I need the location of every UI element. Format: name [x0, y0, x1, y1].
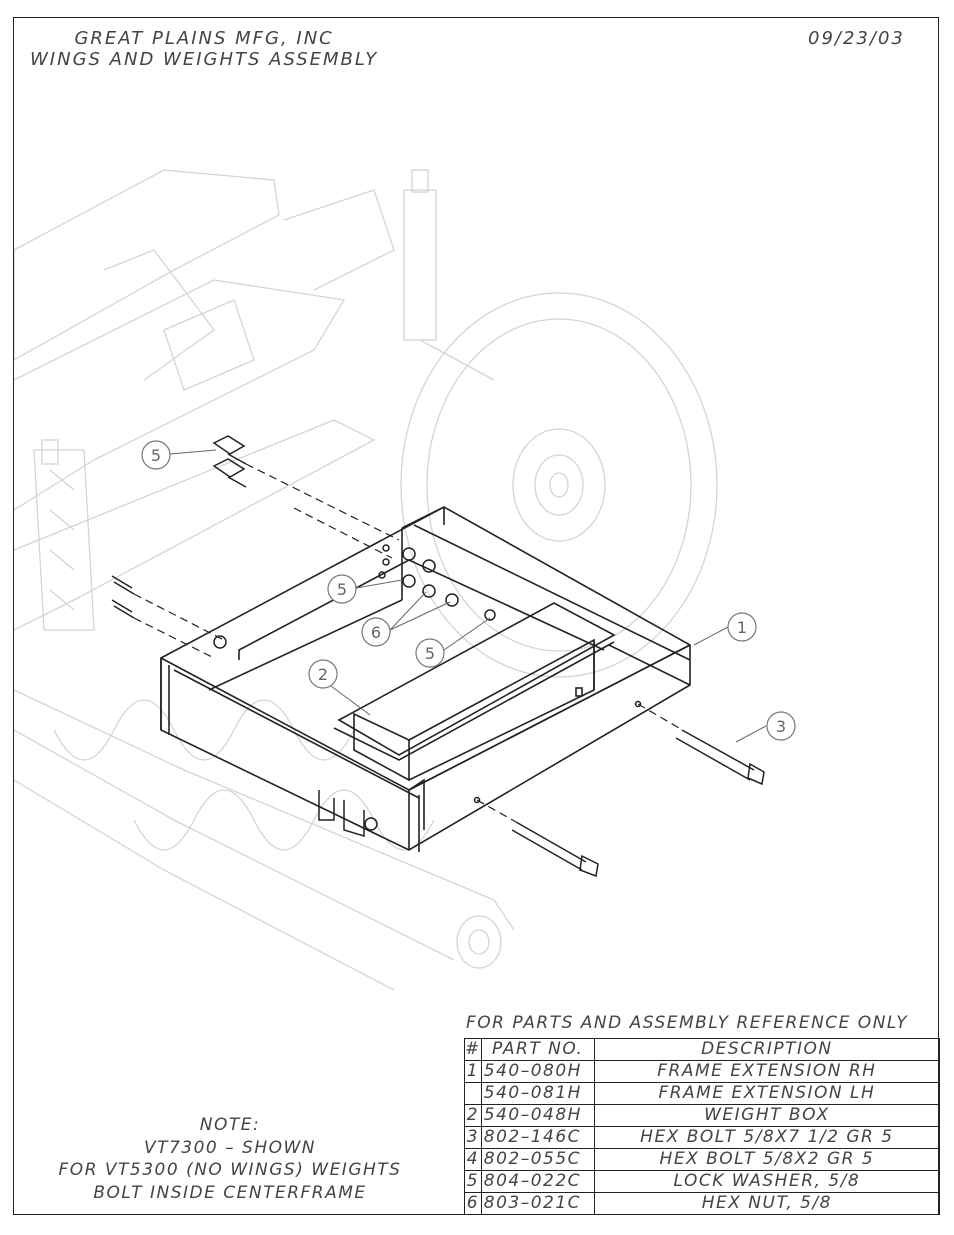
row-num: 6: [464, 1192, 482, 1215]
parts-table-header: # PART NO. DESCRIPTION: [464, 1038, 941, 1061]
row-description: HEX BOLT 5/8X7 1/2 GR 5: [593, 1126, 941, 1149]
title-block: GREAT PLAINS MFG, INC WINGS AND WEIGHTS …: [30, 28, 378, 70]
leader-lines: [169, 449, 767, 743]
callout-4: 5: [141, 440, 171, 470]
table-row: 2 540–048H WEIGHT BOX: [464, 1104, 941, 1127]
row-part-no: 803–021C: [480, 1192, 595, 1215]
drawing-border: [13, 17, 939, 1215]
row-part-no: 802–146C: [480, 1126, 595, 1149]
row-num: 1: [464, 1060, 482, 1083]
svg-text:5: 5: [337, 580, 347, 599]
row-num: 4: [464, 1148, 482, 1171]
hardware: [111, 435, 765, 878]
assembly-drawing: 5 5 6 5 2 1 3: [14, 169, 796, 991]
svg-text:1: 1: [737, 618, 747, 637]
table-row: 4 802–055C HEX BOLT 5/8X2 GR 5: [464, 1148, 941, 1171]
header-num: #: [464, 1038, 482, 1061]
svg-text:2: 2: [318, 665, 328, 684]
row-description: HEX BOLT 5/8X2 GR 5: [593, 1148, 941, 1171]
callout-5-upper: 5: [327, 574, 357, 604]
row-part-no: 802–055C: [480, 1148, 595, 1171]
row-num: 3: [464, 1126, 482, 1149]
table-row: 3 802–146C HEX BOLT 5/8X7 1/2 GR 5: [464, 1126, 941, 1149]
row-description: LOCK WASHER, 5/8: [593, 1170, 941, 1193]
frame-extension: [160, 506, 691, 852]
assembly-note: NOTE: VT7300 – SHOWN FOR VT5300 (NO WING…: [30, 1114, 430, 1204]
drawing-date: 09/23/03: [808, 28, 905, 49]
callout-3: 3: [766, 711, 796, 741]
note-line-3: BOLT INSIDE CENTERFRAME: [93, 1182, 367, 1203]
header-description: DESCRIPTION: [593, 1038, 941, 1061]
table-row: 1 540–080H FRAME EXTENSION RH: [464, 1060, 941, 1083]
row-description: WEIGHT BOX: [593, 1104, 941, 1127]
row-part-no: 540–080H: [480, 1060, 595, 1083]
background-machine: [14, 169, 718, 991]
note-line-1: VT7300 – SHOWN: [143, 1137, 317, 1158]
row-description: HEX NUT, 5/8: [593, 1192, 941, 1215]
row-part-no: 540–048H: [480, 1104, 595, 1127]
assembly-paths: [133, 463, 680, 823]
note-line-2: FOR VT5300 (NO WINGS) WEIGHTS: [58, 1160, 402, 1180]
callout-6: 6: [361, 617, 391, 647]
callout-1: 1: [727, 612, 757, 642]
wheel-hub: [512, 428, 606, 542]
assembly-title: WINGS AND WEIGHTS ASSEMBLY: [30, 49, 379, 70]
row-part-no: 804–022C: [480, 1170, 595, 1193]
svg-text:6: 6: [371, 623, 381, 642]
note-heading: NOTE:: [199, 1115, 261, 1135]
table-row: 540–081H FRAME EXTENSION LH: [464, 1082, 941, 1105]
svg-text:3: 3: [776, 717, 786, 736]
svg-text:5: 5: [425, 644, 435, 663]
table-row: 6 803–021C HEX NUT, 5/8: [464, 1192, 941, 1215]
parts-table: # PART NO. DESCRIPTION 1 540–080H FRAME …: [464, 1038, 941, 1215]
svg-text:5: 5: [151, 446, 161, 465]
tire-outline: [400, 292, 718, 678]
callout-balloons: 5 5 6 5 2 1 3: [141, 440, 796, 741]
callout-2: 2: [308, 659, 338, 689]
weight-box: [333, 602, 616, 782]
company-name: GREAT PLAINS MFG, INC: [74, 28, 334, 49]
table-row: 5 804–022C LOCK WASHER, 5/8: [464, 1170, 941, 1193]
row-part-no: 540–081H: [480, 1082, 595, 1105]
row-num: 2: [464, 1104, 482, 1127]
row-description: FRAME EXTENSION RH: [593, 1060, 941, 1083]
row-description: FRAME EXTENSION LH: [593, 1082, 941, 1105]
header-part-no: PART NO.: [480, 1038, 595, 1061]
reference-disclaimer: FOR PARTS AND ASSEMBLY REFERENCE ONLY: [466, 1013, 909, 1033]
callout-5-lower: 5: [415, 638, 445, 668]
row-num: 5: [464, 1170, 482, 1193]
row-num: [464, 1082, 482, 1105]
